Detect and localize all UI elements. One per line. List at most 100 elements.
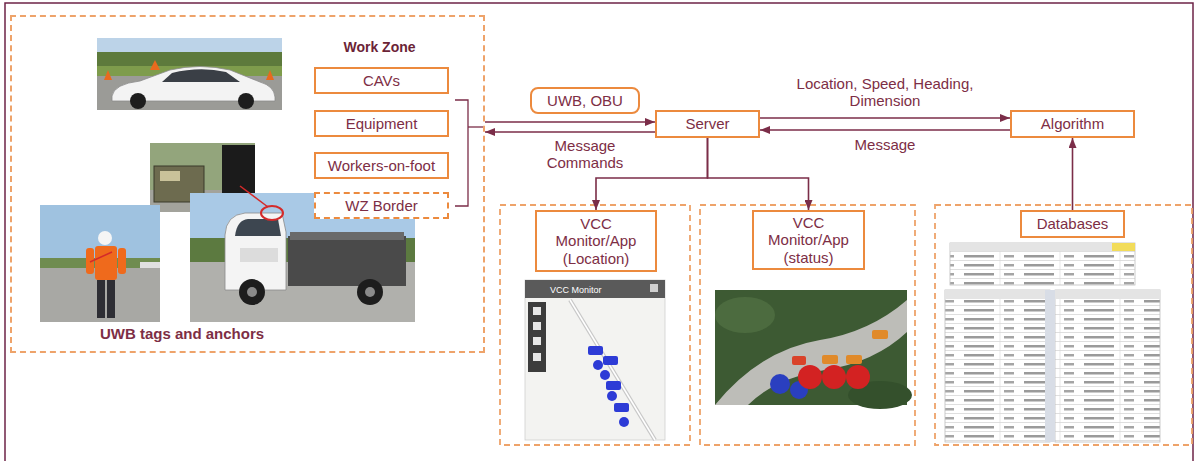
box-label: Databases bbox=[1037, 215, 1109, 232]
map-screenshot bbox=[607, 391, 617, 401]
box-label: UWB, OBU bbox=[547, 92, 623, 109]
status-screenshot bbox=[872, 330, 888, 339]
map-screenshot bbox=[600, 370, 610, 380]
status-screenshot bbox=[846, 365, 870, 389]
bracket bbox=[468, 126, 484, 127]
box-label: VCC Monitor/App (status) bbox=[765, 214, 852, 266]
box-label: VCC Monitor/App (Location) bbox=[548, 215, 644, 267]
status-screenshot bbox=[846, 355, 862, 364]
component-box: VCC Monitor/App (status) bbox=[752, 210, 865, 270]
car-photo bbox=[266, 70, 274, 80]
map-screenshot bbox=[570, 300, 655, 440]
edge-label: Location, Speed, Heading, Dimension bbox=[772, 75, 998, 110]
status-screenshot bbox=[715, 290, 912, 409]
map-screenshot bbox=[525, 280, 665, 440]
component-box: Algorithm bbox=[1010, 110, 1135, 138]
truck-photo bbox=[365, 287, 375, 297]
tag-leader-lines bbox=[90, 252, 112, 262]
truck-photo bbox=[357, 279, 383, 305]
connector-arrow bbox=[485, 131, 655, 133]
status-screenshot bbox=[822, 365, 846, 389]
database-tables bbox=[1055, 290, 1160, 299]
component-box: CAVs bbox=[314, 67, 449, 94]
map-screenshot bbox=[606, 381, 621, 390]
map-screenshot bbox=[533, 322, 541, 330]
box-label: Workers-on-foot bbox=[328, 157, 435, 174]
box-label: Algorithm bbox=[1041, 115, 1104, 132]
map-screenshot bbox=[533, 353, 541, 361]
car-photo bbox=[97, 38, 282, 110]
box-label: Server bbox=[685, 115, 729, 132]
edge-label: Message Commands bbox=[525, 137, 645, 172]
status-screenshot bbox=[792, 356, 806, 365]
status-screenshot bbox=[798, 365, 822, 389]
connector-arrow bbox=[708, 138, 809, 210]
box-label: CAVs bbox=[363, 72, 400, 89]
truck-photo bbox=[247, 287, 257, 297]
status-screenshot bbox=[822, 355, 838, 364]
worker-photo bbox=[40, 205, 160, 322]
map-screenshot bbox=[533, 337, 541, 345]
dashed-panels bbox=[700, 205, 915, 445]
status-screenshot bbox=[715, 297, 775, 333]
map-screenshot bbox=[614, 403, 629, 412]
box-label: Equipment bbox=[346, 115, 418, 132]
database-tables bbox=[1055, 290, 1160, 442]
screen-title: VCC Monitor bbox=[550, 282, 645, 298]
map-screenshot bbox=[570, 300, 655, 440]
dashed-panels bbox=[935, 205, 1192, 445]
database-tables bbox=[950, 243, 1135, 251]
group-heading: Work Zone bbox=[317, 39, 442, 55]
database-tables bbox=[1045, 290, 1055, 442]
truck-photo bbox=[288, 236, 406, 286]
car-photo bbox=[130, 93, 146, 109]
car-photo bbox=[150, 60, 160, 70]
box-label: WZ Border bbox=[345, 197, 418, 214]
truck-photo bbox=[235, 219, 281, 236]
car-photo bbox=[97, 52, 282, 66]
worker-photo bbox=[107, 280, 115, 318]
map-screenshot bbox=[588, 346, 603, 355]
connector-arrow bbox=[1072, 138, 1074, 210]
bracket bbox=[455, 100, 468, 206]
truck-photo bbox=[261, 206, 283, 220]
truck-photo bbox=[225, 213, 286, 290]
map-screenshot bbox=[528, 302, 546, 372]
tag-leader-lines bbox=[90, 186, 268, 262]
tag-leader-lines bbox=[240, 186, 268, 207]
worker-photo bbox=[95, 246, 117, 280]
work-zone-panel: Work ZoneUWB tags and anchors CAVsEquipme… bbox=[10, 15, 485, 353]
component-box: VCC Monitor/App (Location) bbox=[535, 210, 657, 272]
dashed-panels bbox=[500, 205, 1192, 445]
map-screenshot bbox=[593, 360, 603, 370]
status-screenshot bbox=[715, 300, 907, 405]
map-screenshot bbox=[525, 280, 665, 440]
truck-photo bbox=[290, 232, 404, 240]
equipment-photo bbox=[160, 171, 180, 181]
outer-frame bbox=[5, 3, 1193, 461]
car-photo bbox=[104, 70, 112, 80]
dashed-panels bbox=[500, 205, 690, 445]
bracket bbox=[455, 100, 484, 206]
worker-photo bbox=[97, 280, 105, 318]
map-screenshot bbox=[603, 356, 618, 365]
worker-photo bbox=[98, 231, 112, 245]
truck-photo bbox=[240, 248, 278, 262]
photo-caption: UWB tags and anchors bbox=[72, 325, 292, 342]
connector-arrow bbox=[760, 129, 1010, 131]
database-tables bbox=[1112, 243, 1135, 251]
car-photo bbox=[97, 38, 282, 110]
connector-arrow bbox=[485, 121, 655, 123]
component-box: Server bbox=[655, 110, 760, 138]
component-box: UWB, OBU bbox=[530, 87, 640, 114]
database-tables bbox=[945, 243, 1160, 442]
component-box: Equipment bbox=[314, 110, 449, 137]
map-screenshot bbox=[525, 280, 665, 298]
car-photo bbox=[238, 93, 254, 109]
database-tables bbox=[950, 243, 1135, 285]
worker-photo bbox=[40, 205, 160, 322]
car-photo bbox=[162, 69, 240, 82]
component-box: Databases bbox=[1020, 210, 1125, 238]
database-tables bbox=[945, 290, 1050, 442]
